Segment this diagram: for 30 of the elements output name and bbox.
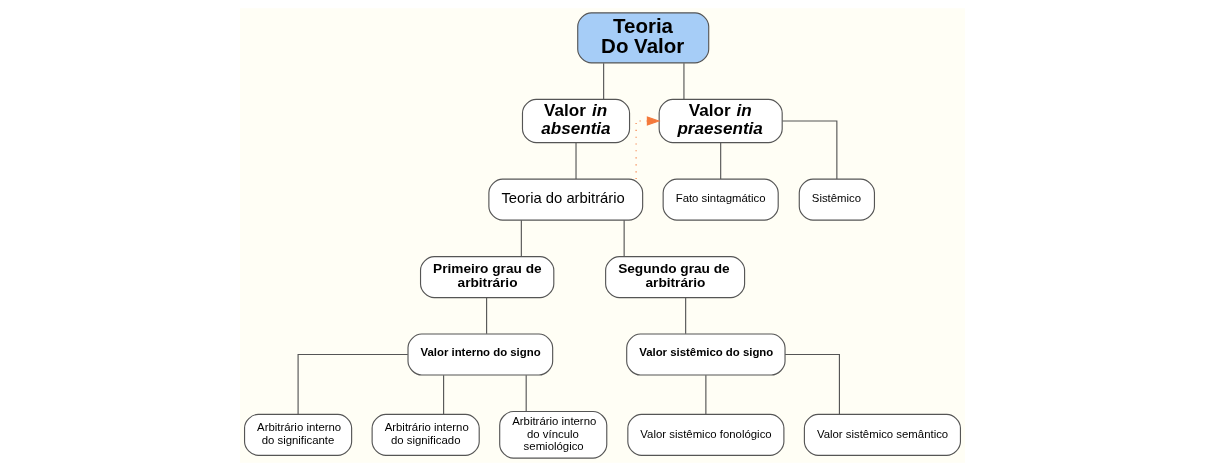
node-box: Primeiro grau de arbitrário [419,256,555,299]
connector [685,297,687,335]
connector [575,142,577,180]
connector [520,219,522,257]
node-box: Valor sistêmico semântico [803,413,961,456]
node-box: Valor in absentia [521,98,631,144]
node-box: Segundo grau de arbitrário [605,256,746,299]
connector [297,353,409,415]
node-box: Arbitrário interno do vínculo semiológico [499,410,608,459]
connector [525,374,527,412]
connector [623,219,625,257]
connector [705,374,707,415]
node-box: Teoria Do Valor [577,12,710,64]
node-box: Fato sintagmático [662,178,779,221]
connector [683,62,685,100]
node-box: Valor interno do signo [407,333,554,376]
node-box: Teoria do arbitrário [488,178,644,221]
node-box: Valor in praesentia [658,98,783,144]
connector [486,297,488,335]
node-box: Valor sistêmico fonológico [627,413,785,456]
connector [443,374,445,415]
node-box: Valor sistêmico do signo [626,333,786,376]
node-box: Arbitrário interno do significante [244,413,353,456]
node-box: Sistêmico [798,178,876,221]
connector [781,120,838,180]
node-box: Arbitrário interno do significado [371,413,480,456]
arrow [635,116,661,180]
connector [720,142,722,180]
connector [603,62,605,100]
connector [784,353,840,415]
